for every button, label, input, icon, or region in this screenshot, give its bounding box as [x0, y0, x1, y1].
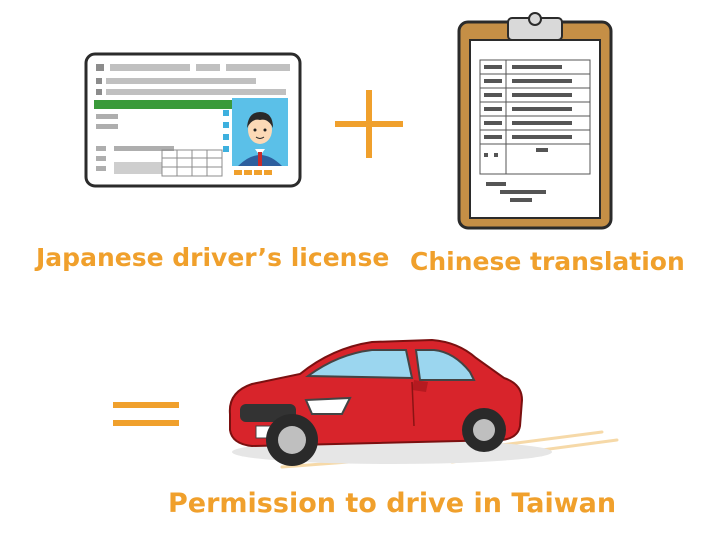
license-validity-band [94, 100, 234, 109]
drivers-license-illustration [84, 52, 302, 188]
plus-sign-icon [335, 90, 403, 158]
translation-clipboard-illustration [457, 12, 613, 230]
car-illustration [228, 338, 619, 469]
license-label: Japanese driver’s license [36, 243, 390, 272]
permission-label: Permission to drive in Taiwan [168, 488, 617, 519]
license-photo [232, 98, 288, 166]
equals-sign-icon [113, 402, 179, 426]
translation-label: Chinese translation [410, 247, 685, 276]
